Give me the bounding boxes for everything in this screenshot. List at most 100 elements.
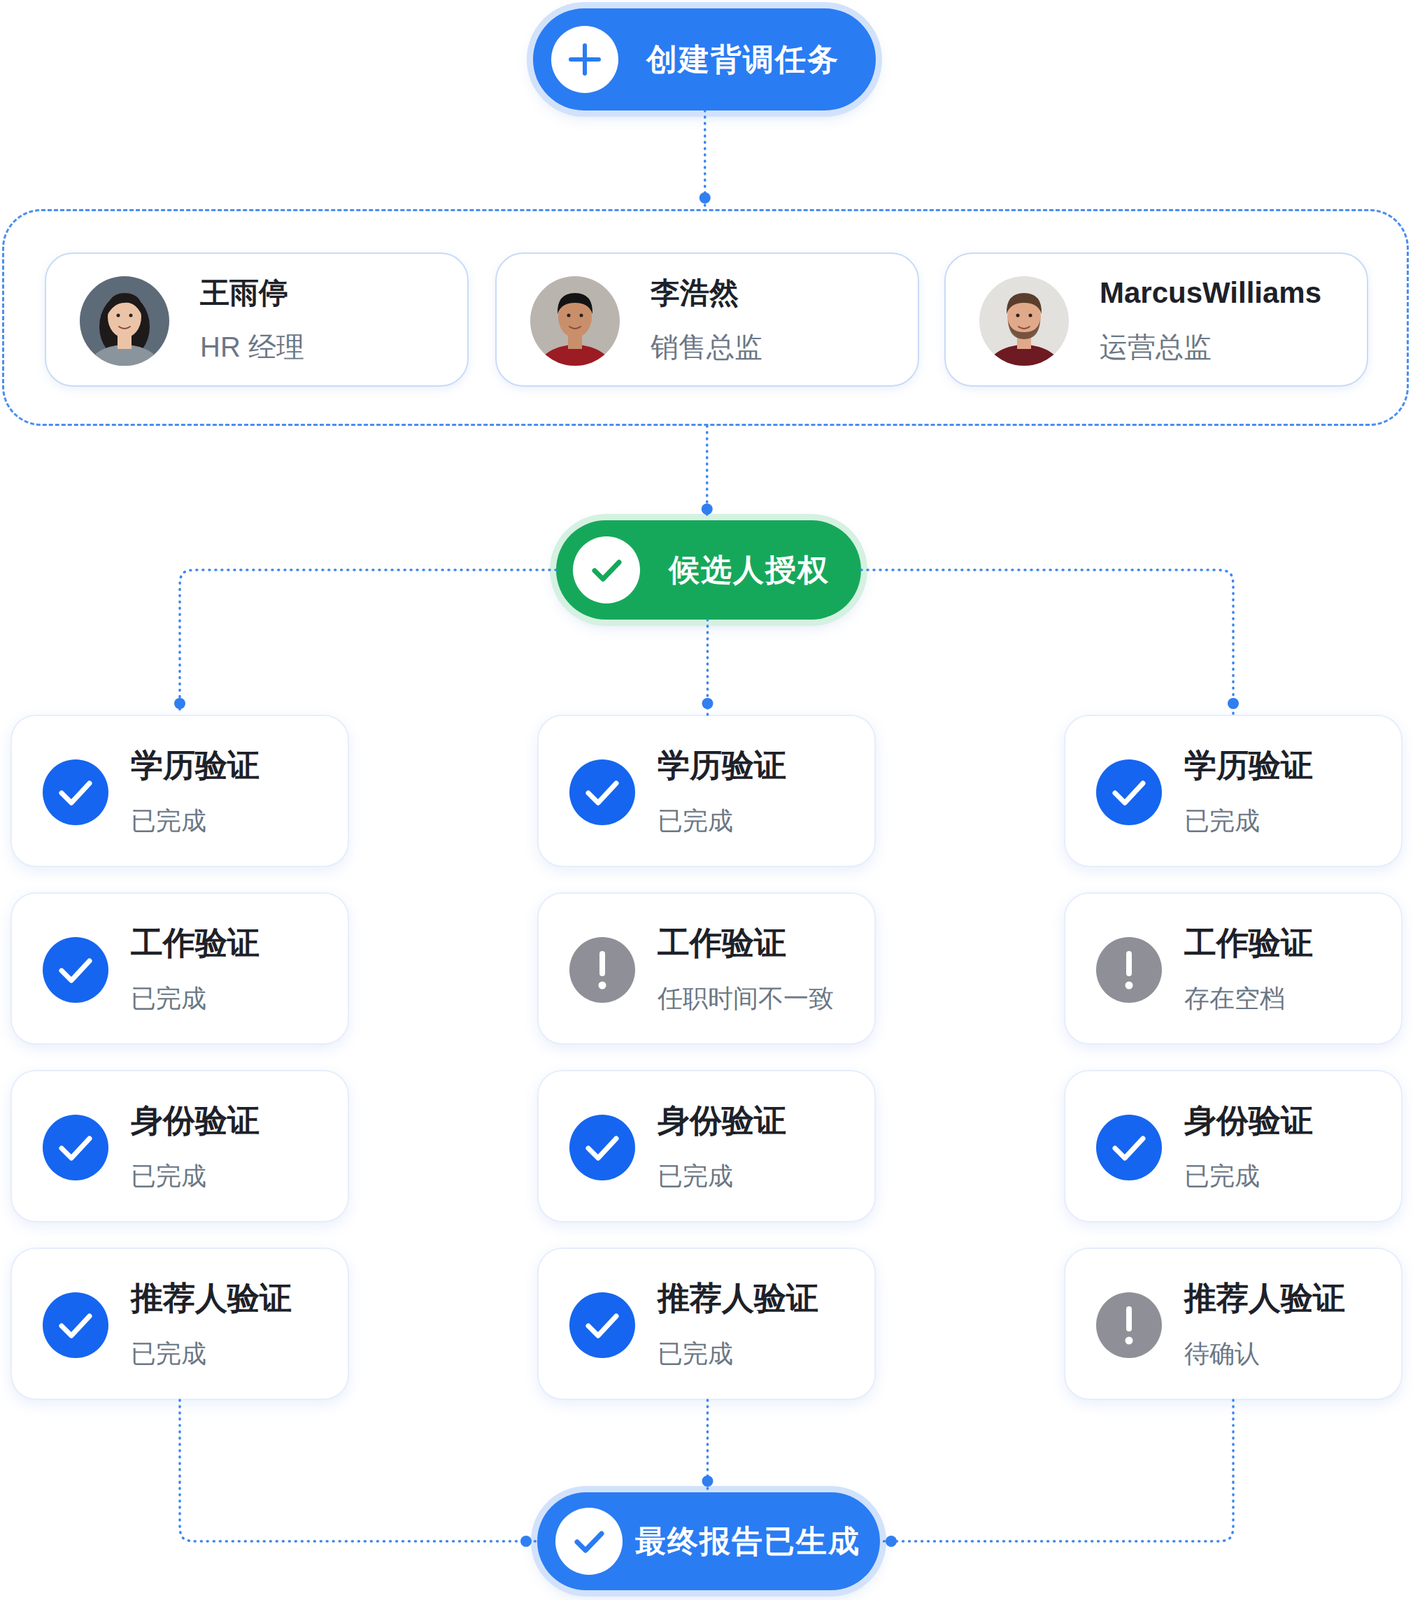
node-subtitle: 已完成 — [130, 1161, 341, 1192]
warning-icon — [569, 937, 636, 1004]
dotted-connector — [879, 1400, 1234, 1542]
connector-dot — [174, 698, 186, 710]
avatar-eye — [1016, 314, 1020, 318]
node-title: 学历验证 — [657, 746, 868, 785]
check-icon — [42, 759, 109, 826]
avatar-shirt — [85, 344, 164, 401]
text-group: 李浩然销售总监 — [650, 253, 910, 386]
node-title: MarcusWilliams — [1099, 275, 1359, 311]
icon-disc — [569, 1292, 636, 1359]
node-subtitle: 任职时间不一致 — [657, 983, 868, 1014]
avatar-eye — [567, 314, 571, 318]
check-mark — [588, 1316, 617, 1337]
avatar-figure — [530, 276, 620, 401]
connector-dot — [701, 503, 713, 515]
check-icon — [555, 1508, 623, 1576]
check-mark — [1115, 783, 1143, 804]
check-icon — [1096, 1115, 1162, 1181]
text-group: 身份验证已完成 — [130, 1071, 341, 1222]
icon-disc — [1096, 1115, 1162, 1181]
connector-dot — [702, 1475, 714, 1488]
node-title: 推荐人验证 — [1184, 1279, 1395, 1318]
check-icon — [1096, 759, 1162, 826]
check-card: 工作验证存在空档 — [1063, 892, 1403, 1046]
avatar-photo — [530, 276, 620, 366]
dotted-connector — [703, 110, 707, 210]
warning-icon — [1096, 1292, 1162, 1359]
check-card: 学历验证已完成 — [10, 714, 350, 868]
text-group: 学历验证已完成 — [130, 716, 341, 866]
dotted-connector — [179, 570, 557, 715]
exclamation-dot — [1125, 982, 1134, 990]
avatar-beard — [1007, 319, 1041, 340]
node-title: 工作验证 — [657, 924, 868, 963]
candidate-card: 王雨停 HR 经理 — [44, 252, 469, 387]
node-subtitle: 已完成 — [130, 805, 341, 836]
avatar-shirt — [535, 344, 615, 401]
avatar-hair — [106, 293, 143, 317]
node-title: 最终报告已生成 — [635, 1521, 861, 1563]
exclamation-bar — [1126, 951, 1132, 977]
dotted-connector — [705, 425, 709, 521]
node-title: 候选人授权 — [668, 549, 830, 592]
node-subtitle: 已完成 — [1184, 1161, 1395, 1192]
warning-icon — [1096, 937, 1162, 1004]
avatar-photo — [79, 276, 170, 366]
text-group: 身份验证已完成 — [657, 1071, 868, 1222]
connector-dot — [885, 1536, 897, 1548]
check-card: 学历验证已完成 — [537, 714, 876, 868]
check-mark — [61, 1138, 90, 1159]
text-group: 推荐人验证已完成 — [657, 1249, 868, 1400]
check-card: 推荐人验证已完成 — [537, 1247, 876, 1401]
check-mark — [588, 783, 617, 804]
icon-disc — [1096, 759, 1162, 826]
avatar-figure — [79, 276, 170, 401]
node-subtitle: 存在空档 — [1184, 983, 1395, 1014]
connector-dot — [1227, 698, 1239, 710]
avatar-eye — [116, 314, 121, 318]
text-group: 王雨停 HR 经理 — [200, 253, 459, 386]
node-title: 学历验证 — [1184, 746, 1395, 785]
check-icon — [42, 1292, 109, 1359]
icon-disc — [572, 536, 641, 604]
node-title: 学历验证 — [130, 746, 341, 785]
icon-disc — [569, 759, 636, 826]
dotted-connector — [861, 570, 1234, 715]
node-subtitle: 已完成 — [657, 1338, 868, 1369]
node-subtitle: 已完成 — [657, 1161, 868, 1192]
text-group: 推荐人验证待确认 — [1184, 1249, 1395, 1400]
dotted-connector — [706, 619, 710, 715]
node-subtitle: 待确认 — [1184, 1338, 1395, 1369]
icon-disc — [42, 759, 109, 826]
check-card: 身份验证已完成 — [10, 1070, 350, 1223]
node-subtitle: 已完成 — [657, 805, 868, 836]
plus-icon — [551, 25, 619, 94]
node-title: 身份验证 — [657, 1101, 868, 1141]
avatar-figure — [979, 276, 1069, 401]
node-subtitle: 运营总监 — [1099, 330, 1359, 364]
node-subtitle: HR 经理 — [200, 330, 459, 364]
text-group: 最终报告已生成 — [635, 1492, 861, 1591]
check-mark — [588, 1138, 617, 1159]
node-subtitle: 销售总监 — [650, 330, 910, 364]
dotted-connector — [179, 1400, 538, 1542]
text-group: 学历验证已完成 — [1184, 716, 1395, 866]
node-title: 王雨停 — [200, 275, 459, 311]
icon-disc — [569, 1115, 636, 1181]
check-mark — [577, 1534, 602, 1551]
avatar-hair — [557, 293, 593, 315]
icon-disc — [1096, 1292, 1162, 1359]
icon-disc — [42, 937, 109, 1004]
check-card: 身份验证已完成 — [1063, 1070, 1403, 1223]
avatar-eye — [579, 314, 584, 318]
icon-disc — [569, 937, 636, 1004]
check-mark — [61, 961, 90, 981]
text-group: 推荐人验证已完成 — [130, 1249, 341, 1400]
check-icon — [569, 759, 636, 826]
avatar-mouth — [118, 326, 131, 329]
check-icon — [42, 1115, 109, 1181]
plus-mark — [570, 45, 599, 74]
avatar-mouth — [1018, 326, 1030, 329]
node-title: 推荐人验证 — [130, 1279, 341, 1318]
